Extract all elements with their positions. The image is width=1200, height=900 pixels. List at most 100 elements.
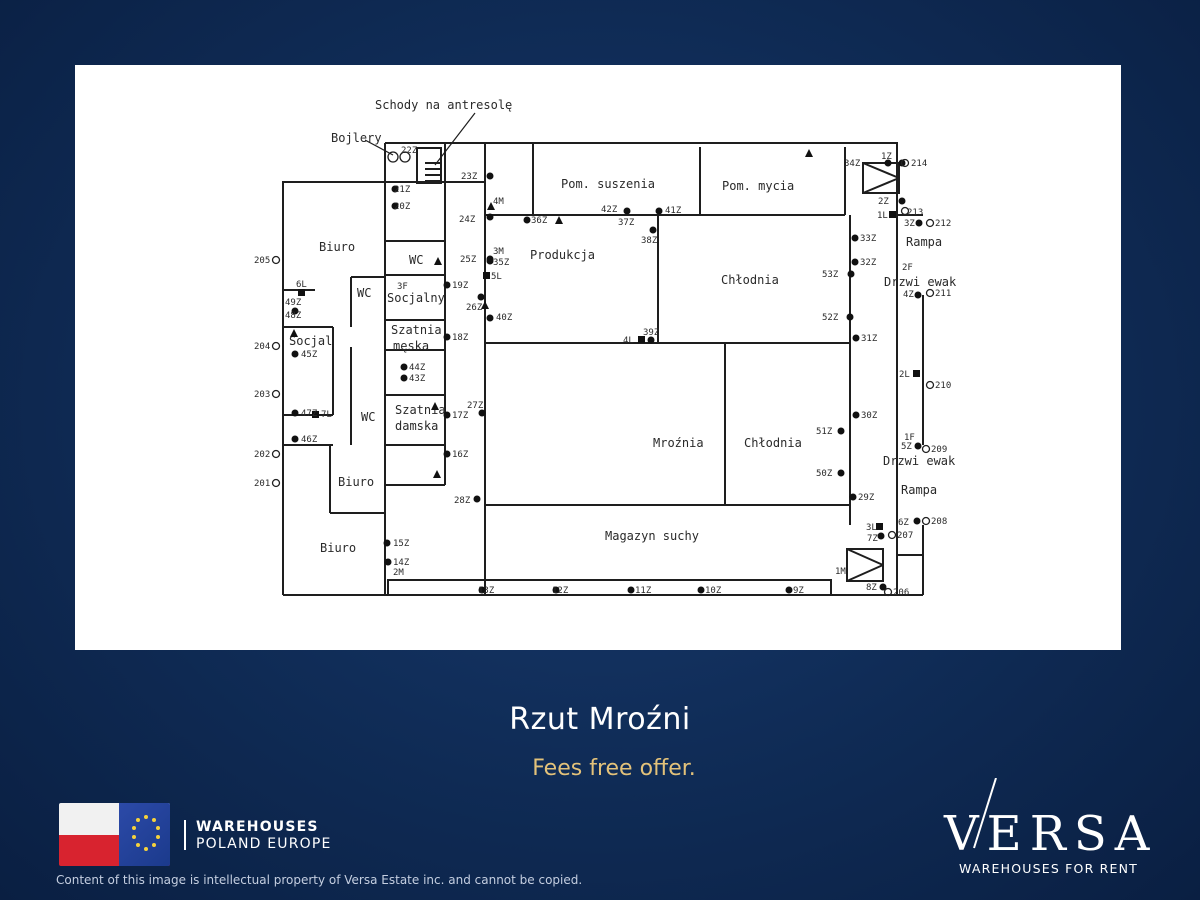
marker-label: 42Z	[601, 205, 618, 215]
marker-label: 3M	[493, 247, 504, 257]
marker-label: 14Z	[393, 558, 410, 568]
room-label: Produkcja	[530, 248, 595, 262]
marker-label: 31Z	[861, 334, 878, 344]
room-label: Rampa	[906, 235, 942, 249]
marker-label: 29Z	[858, 493, 875, 503]
marker-label: 1Z	[881, 152, 892, 162]
marker-label: 25Z	[460, 255, 477, 265]
marker-label: 15Z	[393, 539, 410, 549]
marker-label: 9Z	[793, 586, 804, 596]
sensor-dots	[291, 159, 923, 594]
marker-label: 44Z	[409, 363, 426, 373]
copyright-notice: Content of this image is intellectual pr…	[56, 873, 583, 887]
room-label: Biuro	[319, 240, 355, 254]
marker-label: 3F	[397, 282, 408, 292]
room-label: Biuro	[320, 541, 356, 555]
marker-label: 41Z	[665, 206, 682, 216]
versa-logo[interactable]: VERSA	[944, 806, 1158, 862]
marker-label: 18Z	[452, 333, 469, 343]
marker-label: 5Z	[901, 442, 912, 452]
room-label: Socjal	[289, 334, 332, 348]
walls	[282, 112, 924, 596]
room-label: Szatnia	[391, 323, 442, 337]
brand-line-1: WAREHOUSES	[196, 819, 319, 835]
room-label: Magazyn suchy	[605, 529, 699, 543]
room-label: Socjalny	[387, 291, 445, 305]
open-circle-markers	[271, 158, 935, 597]
marker-label: 28Z	[454, 496, 471, 506]
triangle-markers	[290, 149, 813, 478]
boiler-circles	[387, 151, 411, 163]
marker-label: 3L	[866, 523, 877, 533]
marker-label: 40Z	[496, 313, 513, 323]
marker-label: 205	[254, 256, 270, 266]
marker-label: 206	[893, 588, 909, 598]
marker-label: 6L	[296, 280, 307, 290]
marker-label: 35Z	[493, 258, 510, 268]
room-label: Drzwi ewak	[883, 454, 956, 468]
marker-label: 207	[897, 531, 913, 541]
marker-label: 204	[254, 342, 270, 352]
page-subtitle: Fees free offer.	[532, 756, 696, 781]
marker-label: 19Z	[452, 281, 469, 291]
marker-label: 202	[254, 450, 270, 460]
room-label: WC	[409, 253, 423, 267]
marker-label: 214	[911, 159, 927, 169]
marker-label: 4L	[623, 336, 634, 346]
marker-label: 7L	[321, 410, 332, 420]
marker-label: 34Z	[844, 159, 861, 169]
marker-label: 45Z	[301, 350, 318, 360]
marker-label: 12Z	[552, 586, 569, 596]
marker-label: 22Z	[401, 146, 418, 156]
marker-label: 17Z	[452, 411, 469, 421]
marker-label: 7Z	[867, 534, 878, 544]
marker-label: 30Z	[861, 411, 878, 421]
marker-label: 33Z	[860, 234, 877, 244]
page-title: Rzut Mroźni	[509, 702, 691, 737]
room-label: Chłodnia	[721, 273, 779, 287]
marker-label: 48Z	[285, 311, 302, 321]
versa-logo-slash-icon	[973, 778, 997, 849]
marker-label: 4M	[493, 197, 504, 207]
marker-label: 6Z	[898, 518, 909, 528]
marker-label: 38Z	[641, 236, 658, 246]
room-label: Chłodnia	[744, 436, 802, 450]
room-label: WC	[357, 286, 371, 300]
marker-label: 203	[254, 390, 270, 400]
marker-label: 213	[907, 208, 923, 218]
marker-label: 212	[935, 219, 951, 229]
marker-label: 46Z	[301, 435, 318, 445]
room-label: WC	[361, 410, 375, 424]
marker-label: 209	[931, 445, 947, 455]
square-markers	[298, 211, 920, 530]
room-label: Pom. mycia	[722, 179, 794, 193]
marker-label: 49Z	[285, 298, 302, 308]
marker-label: 1F	[904, 433, 915, 443]
brand-divider	[184, 820, 186, 850]
marker-label: 47Z	[301, 409, 318, 419]
marker-label: 10Z	[705, 586, 722, 596]
brand-line-2: POLAND EUROPE	[196, 836, 332, 852]
room-label: Bojlery	[331, 131, 382, 145]
marker-label: 8Z	[866, 583, 877, 593]
marker-label: 53Z	[822, 270, 839, 280]
marker-label: 2F	[902, 263, 913, 273]
room-label: Rampa	[901, 483, 937, 497]
room-label: Pom. suszenia	[561, 177, 655, 191]
marker-label: 16Z	[452, 450, 469, 460]
marker-label: 13Z	[478, 586, 495, 596]
marker-label: 2L	[899, 370, 910, 380]
marker-label: 50Z	[816, 469, 833, 479]
marker-label: 24Z	[459, 215, 476, 225]
marker-label: 39Z	[643, 328, 660, 338]
room-label: Biuro	[338, 475, 374, 489]
marker-label: 2Z	[878, 197, 889, 207]
room-label: Schody na antresolę	[375, 98, 512, 112]
room-label: Drzwi ewak	[884, 275, 957, 289]
marker-label: 1L	[877, 211, 888, 221]
marker-label: 208	[931, 517, 947, 527]
marker-label: 36Z	[531, 216, 548, 226]
marker-label: 27Z	[467, 401, 484, 411]
floor-plan-panel: Schody na antresolę Bojlery Biuro WC WC …	[75, 65, 1121, 650]
room-label: męska	[393, 339, 429, 353]
